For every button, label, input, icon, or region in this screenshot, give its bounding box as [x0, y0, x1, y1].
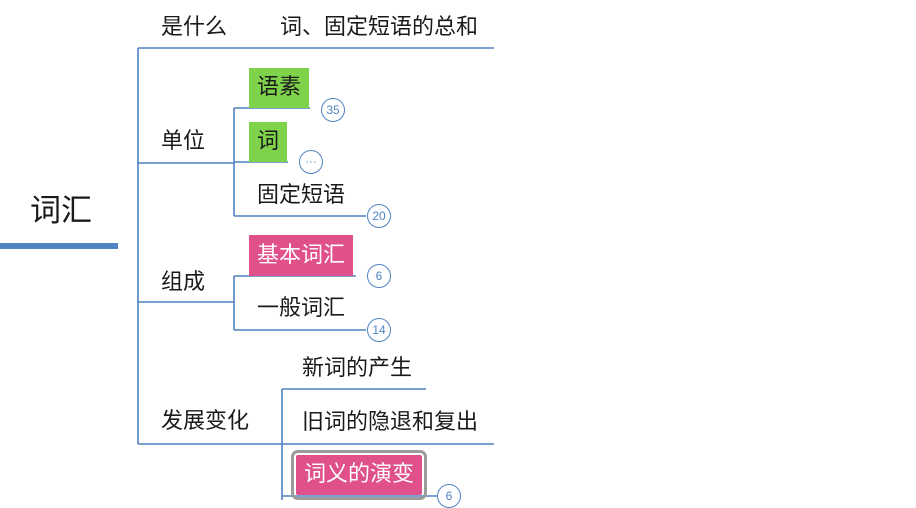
unit-morpheme-count-badge[interactable]: 35: [321, 98, 345, 122]
basic-vocabulary-count-badge[interactable]: 6: [367, 264, 391, 288]
unit-fixed-phrase[interactable]: 固定短语: [257, 183, 346, 208]
root-underline: [0, 243, 118, 249]
meaning-evolution-label: 词义的演变: [304, 462, 415, 487]
root-topic[interactable]: 词汇: [30, 193, 92, 229]
definition-text[interactable]: 词、固定短语的总和: [280, 15, 479, 40]
unit-morpheme-tag[interactable]: 语素: [249, 68, 310, 108]
branch-unit[interactable]: 单位: [161, 129, 206, 154]
basic-vocabulary-label: 基本词汇: [257, 242, 346, 268]
branch-what[interactable]: 是什么: [161, 15, 228, 40]
unit-morpheme-label: 语素: [257, 75, 302, 100]
general-vocabulary-count-badge[interactable]: 14: [367, 318, 391, 342]
basic-vocabulary-tag[interactable]: 基本词汇: [249, 235, 354, 276]
general-vocabulary[interactable]: 一般词汇: [257, 296, 346, 321]
branch-composition[interactable]: 组成: [161, 270, 206, 295]
unit-word-tag[interactable]: 词: [249, 122, 288, 162]
branch-evolution[interactable]: 发展变化: [161, 409, 250, 434]
unit-word-more-badge[interactable]: ···: [299, 150, 323, 174]
meaning-evolution-tag[interactable]: 词义的演变: [290, 450, 428, 500]
meaning-evolution-count-badge[interactable]: 6: [437, 484, 461, 508]
unit-word-label: 词: [257, 129, 280, 154]
unit-fixed-phrase-count-badge[interactable]: 20: [367, 204, 391, 228]
old-word-retire-return[interactable]: 旧词的隐退和复出: [302, 410, 479, 435]
new-word-creation[interactable]: 新词的产生: [302, 356, 413, 381]
